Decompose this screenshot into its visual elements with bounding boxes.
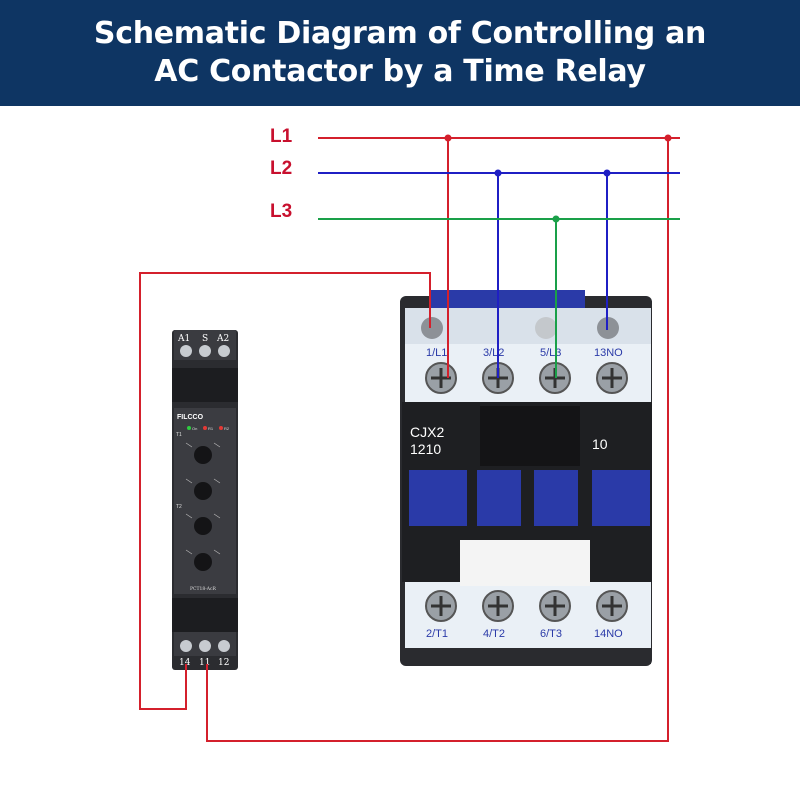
relay-bottom-terminal-11: 11 (199, 658, 210, 668)
relay-top-terminal-s: S (202, 334, 208, 344)
relay-t1-label: T1 (176, 432, 182, 438)
contactor-top-terminal-3: 5/L3 (540, 347, 561, 359)
contactor-top-terminal-1: 1/L1 (426, 347, 447, 359)
relay-top-terminal-a2: A2 (216, 334, 229, 344)
wire-coil-to-relay-14 (139, 272, 431, 710)
title-banner: Schematic Diagram of Controlling an AC C… (0, 0, 800, 106)
relay-model-label: PCT18-AcR (190, 586, 216, 592)
relay-indicator-on: On (192, 426, 197, 431)
contactor-model-line-2: 1210 (410, 441, 441, 457)
contactor-button-4 (592, 470, 650, 526)
contactor-contact-code: 10 (592, 436, 608, 452)
contactor-button-2 (477, 470, 521, 526)
title-line-1: Schematic Diagram of Controlling an (93, 16, 707, 51)
contactor-button-1 (409, 470, 467, 526)
ac-contactor: 1/L1 3/L2 5/L3 13NO 2/T1 4/T2 6/T3 14NO … (400, 290, 652, 666)
contactor-model-line-1: CJX2 (410, 424, 444, 440)
line-label-l2: L2 (270, 158, 293, 179)
line-label-l1: L1 (270, 126, 293, 147)
relay-t2-label: T2 (176, 504, 182, 510)
upper-screws (421, 317, 619, 339)
relay-indicator-r2: R2 (224, 426, 230, 431)
junctions (444, 134, 672, 223)
relay-indicator-r1: R1 (208, 426, 214, 431)
relay-brand-logo: FILCCO (177, 414, 204, 421)
bottom-terminal-screws (425, 590, 628, 622)
contactor-button-3 (534, 470, 578, 526)
line-label-l3: L3 (270, 201, 293, 222)
contactor-top-terminal-4: 13NO (594, 347, 623, 359)
relay-bottom-terminal-14: 14 (179, 658, 191, 668)
contactor-bottom-terminal-3: 6/T3 (540, 628, 562, 640)
contactor-bottom-terminal-2: 4/T2 (483, 628, 505, 640)
time-relay: A1 S A2 FILCCO On R1 R2 T1 T2 PCT18-AcR … (172, 330, 238, 670)
relay-bottom-terminal-12: 12 (218, 658, 229, 668)
contactor-top-terminal-2: 3/L2 (483, 347, 504, 359)
wire-l1-to-relay-11 (206, 138, 669, 742)
title-line-2: AC Contactor by a Time Relay (154, 54, 646, 89)
contactor-bottom-terminal-1: 2/T1 (426, 628, 448, 640)
contactor-bottom-terminal-4: 14NO (594, 628, 623, 640)
relay-top-terminal-a1: A1 (177, 334, 190, 344)
wires (139, 137, 680, 742)
